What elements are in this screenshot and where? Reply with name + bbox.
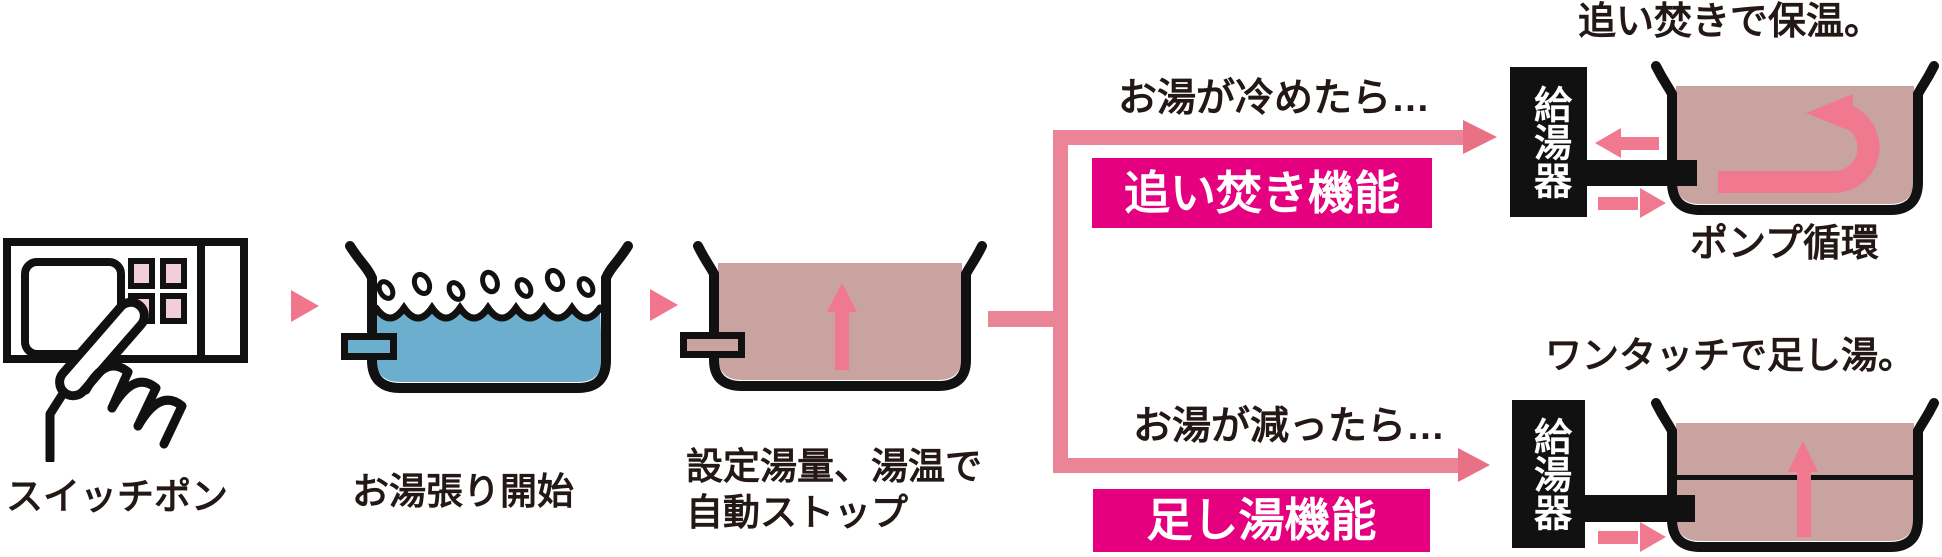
step-arrow-icon — [650, 289, 678, 321]
tub-outline — [693, 241, 987, 391]
water-surface-wave — [372, 301, 604, 322]
bathtub-circulation-icon — [1651, 61, 1939, 215]
remote-button — [160, 258, 187, 289]
water-heater-label: 給湯器 — [1527, 85, 1570, 199]
pump-circulation-label: ポンプ循環 — [1690, 223, 1879, 265]
arrowhead-top-icon — [1463, 120, 1497, 154]
remote-divider — [197, 238, 205, 363]
droplet-icon — [411, 271, 433, 297]
droplet-icon — [446, 280, 466, 302]
connector-top-bar — [1053, 130, 1465, 145]
bathtub-addwater-icon — [1651, 398, 1939, 552]
previous-water-level-line — [1677, 475, 1913, 480]
curled-finger — [107, 377, 161, 431]
inlet-pipe — [341, 333, 397, 360]
reheat-result-label: 追い焚きで保温。 — [1578, 1, 1883, 43]
addwater-result-label: ワンタッチで足し湯。 — [1545, 335, 1915, 376]
connector-bottom-bar — [1053, 458, 1460, 473]
water-heater-label: 給湯器 — [1527, 417, 1570, 531]
addwater-condition-label: お湯が減ったら… — [1133, 405, 1446, 448]
step-autostop-label-line1: 設定湯量、湯温で — [686, 446, 982, 487]
water-heater-box: 給湯器 — [1510, 67, 1587, 217]
step-arrow-icon — [291, 290, 319, 322]
bathtub-full-icon — [680, 241, 987, 391]
droplet-icon — [576, 276, 596, 298]
heater-pipe — [1582, 160, 1697, 186]
inlet-pipe — [680, 332, 745, 358]
droplet-icon — [544, 267, 566, 293]
remote-button — [160, 293, 187, 324]
step-autostop-label-line2: 自動ストップ — [686, 492, 908, 533]
hand-wrist — [45, 387, 69, 462]
water-fill — [376, 308, 602, 382]
flow-connector — [988, 120, 1497, 482]
water-heater-box: 給湯器 — [1512, 400, 1585, 548]
up-arrow-icon — [827, 283, 857, 370]
tub-outline — [1651, 61, 1939, 215]
connector-stub — [988, 311, 1058, 327]
flow-right-arrow-icon — [1598, 522, 1666, 552]
addwater-function-badge: 足し湯機能 — [1093, 489, 1430, 552]
splash-droplets — [376, 267, 596, 302]
tub-outline — [345, 241, 633, 393]
water-fill — [1676, 423, 1914, 541]
droplet-icon — [376, 279, 396, 301]
tub-outline — [1651, 398, 1939, 552]
curled-finger — [81, 361, 133, 413]
reheat-function-badge: 追い焚き機能 — [1092, 158, 1432, 228]
droplet-icon — [514, 277, 534, 299]
arrowhead-bottom-icon — [1458, 448, 1490, 482]
remote-controller-icon — [3, 238, 248, 363]
bathtub-filling-icon — [341, 241, 633, 393]
remote-screen — [21, 258, 125, 358]
up-arrow-icon — [1788, 441, 1818, 537]
step-switch-label: スイッチポン — [6, 476, 228, 517]
flow-left-arrow-icon — [1595, 128, 1663, 158]
heater-pipe — [1580, 495, 1695, 522]
reheat-condition-label: お湯が冷めたら… — [1118, 77, 1431, 120]
pressing-hand-icon — [45, 297, 187, 462]
remote-button — [128, 258, 155, 289]
flow-right-arrow-icon — [1598, 188, 1666, 218]
curled-finger — [133, 395, 187, 449]
connector-vertical — [1053, 130, 1068, 473]
step-fill-label: お湯張り開始 — [352, 471, 574, 512]
droplet-icon — [480, 269, 500, 295]
circulation-arrow-icon — [1718, 94, 1880, 193]
